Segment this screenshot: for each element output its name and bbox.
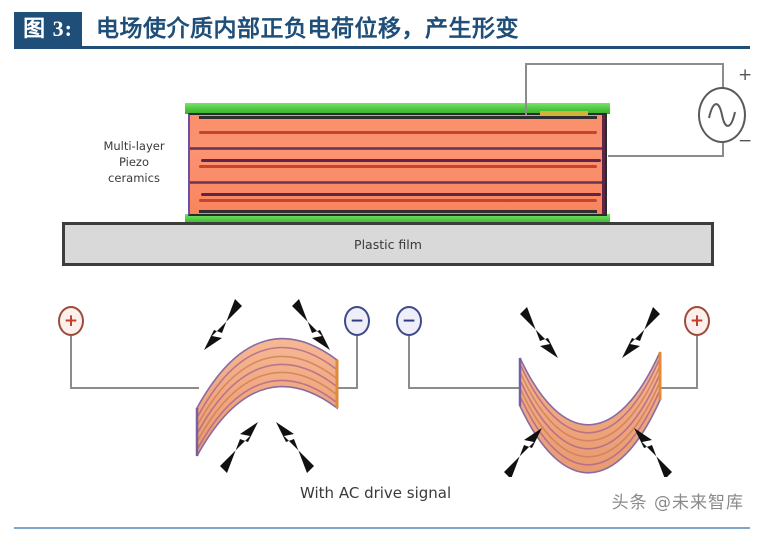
figure-number-badge: 图 3:: [14, 12, 82, 46]
page-title: 电场使介质内部正负电荷位移，产生形变: [96, 16, 519, 41]
piezo-label-line-3: ceramics: [108, 171, 160, 185]
electrode-line-top: [199, 116, 597, 119]
wire-bottom-horizontal: [608, 155, 724, 157]
wire-source-top-lead: [722, 63, 724, 89]
ac-voltage-source: + −: [698, 65, 752, 151]
force-arrows-down: [504, 307, 672, 479]
electrode-line-left-2: [199, 165, 597, 168]
figure-illustration: Multi-layer Piezo ceramics: [0, 50, 764, 528]
piezo-label-line-2: Piezo: [118, 155, 150, 169]
right-side-bus-bar: [602, 115, 605, 214]
terminal-positive-right: +: [684, 306, 710, 336]
wire-top-horizontal: [525, 63, 724, 65]
terminal-negative-right: −: [396, 306, 422, 336]
wire-stack-top-vertical: [525, 63, 527, 115]
electrode-line-left-1: [199, 131, 597, 134]
top-electrode-strip: [185, 103, 610, 114]
wire-source-bottom-lead: [722, 141, 724, 157]
bottom-divider: [14, 527, 750, 529]
top-contact-pad: [540, 111, 588, 116]
terminal-negative-left: −: [344, 306, 370, 336]
electrode-line-right-1: [201, 159, 601, 162]
force-arrows-up: [204, 299, 330, 473]
layer-divider-2: [190, 181, 605, 184]
bender-arched-up: + −: [52, 298, 382, 473]
ac-source-circle: [698, 87, 746, 143]
piezo-ceramic-body: [188, 113, 607, 216]
layer-divider-1: [190, 147, 605, 150]
bender-arched-down: − +: [392, 302, 722, 479]
bottom-electrode-strip: [185, 214, 610, 225]
plastic-film-label: Plastic film: [354, 236, 422, 252]
title-divider: [14, 46, 750, 49]
piezo-label-line-1: Multi-layer: [103, 139, 165, 153]
bender-down-graphic: [408, 307, 698, 479]
sine-wave-icon: [708, 103, 736, 127]
electrode-line-bottom: [199, 210, 597, 213]
multilayer-piezo-label: Multi-layer Piezo ceramics: [82, 138, 186, 186]
figure-header: 图 3: 电场使介质内部正负电荷位移，产生形变: [0, 12, 764, 48]
electrode-line-left-3: [199, 199, 597, 202]
ac-drive-caption: With AC drive signal: [300, 484, 452, 502]
multilayer-piezo-stack: [185, 103, 610, 225]
electrode-line-right-2: [201, 193, 601, 196]
terminal-positive-left: +: [58, 306, 84, 336]
source-minus-label: −: [738, 131, 753, 151]
plastic-film-substrate: Plastic film: [62, 222, 714, 266]
source-plus-label: +: [738, 65, 753, 85]
bender-up-graphic: [70, 299, 358, 473]
source-watermark: 头条 @未来智库: [611, 493, 744, 513]
